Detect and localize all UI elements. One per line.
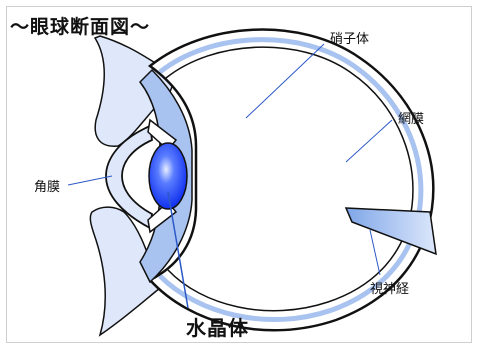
label-lens: 水晶体	[186, 312, 249, 341]
label-retina: 網膜	[398, 108, 424, 127]
label-vitreous: 硝子体	[330, 28, 369, 47]
label-cornea: 角膜	[34, 176, 60, 195]
label-optic-nerve: 視神経	[370, 278, 409, 297]
page-title: ～眼球断面図～	[10, 12, 150, 39]
lens	[149, 143, 187, 209]
